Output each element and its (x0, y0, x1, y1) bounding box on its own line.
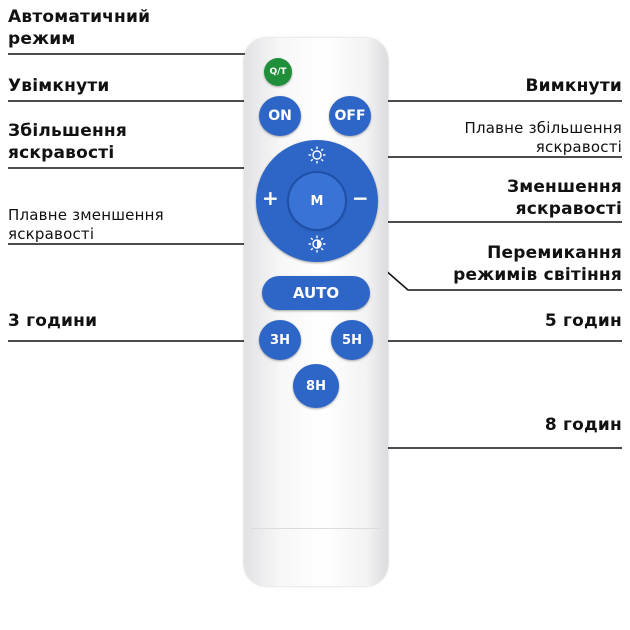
brightness-up-button[interactable]: + (262, 186, 279, 210)
label-auto-mode: Автоматичний режим (8, 7, 151, 49)
label-mode-switch: Перемикання режимів світіння (453, 243, 622, 285)
mode-button[interactable]: M (289, 173, 345, 229)
sun-icon[interactable] (308, 146, 326, 164)
label-brightness-down: Зменшення яскравості (506, 177, 622, 219)
label-smooth-down: Плавне зменшення яскравості (8, 206, 164, 243)
auto-button[interactable]: AUTO (262, 276, 370, 310)
remote-battery-seam (250, 528, 382, 529)
label-turn-off: Вимкнути (525, 76, 622, 96)
label-8-hours: 8 годин (544, 415, 622, 435)
brightness-down-button[interactable]: − (352, 186, 369, 210)
label-brightness-up: Збільшення яскравості (8, 121, 127, 163)
label-5-hours: 5 годин (544, 311, 622, 331)
3h-button[interactable]: 3H (259, 320, 301, 360)
on-button[interactable]: ON (259, 96, 301, 136)
label-turn-on: Увімкнути (8, 76, 110, 96)
5h-button[interactable]: 5H (331, 320, 373, 360)
label-3-hours: 3 години (8, 311, 98, 331)
8h-button[interactable]: 8H (293, 364, 339, 408)
dim-sun-icon[interactable] (308, 235, 326, 253)
off-button[interactable]: OFF (329, 96, 371, 136)
qt-button[interactable]: Q/T (264, 58, 292, 86)
label-smooth-up: Плавне збільшення яскравості (464, 119, 622, 156)
line-auto-mode (8, 53, 275, 71)
